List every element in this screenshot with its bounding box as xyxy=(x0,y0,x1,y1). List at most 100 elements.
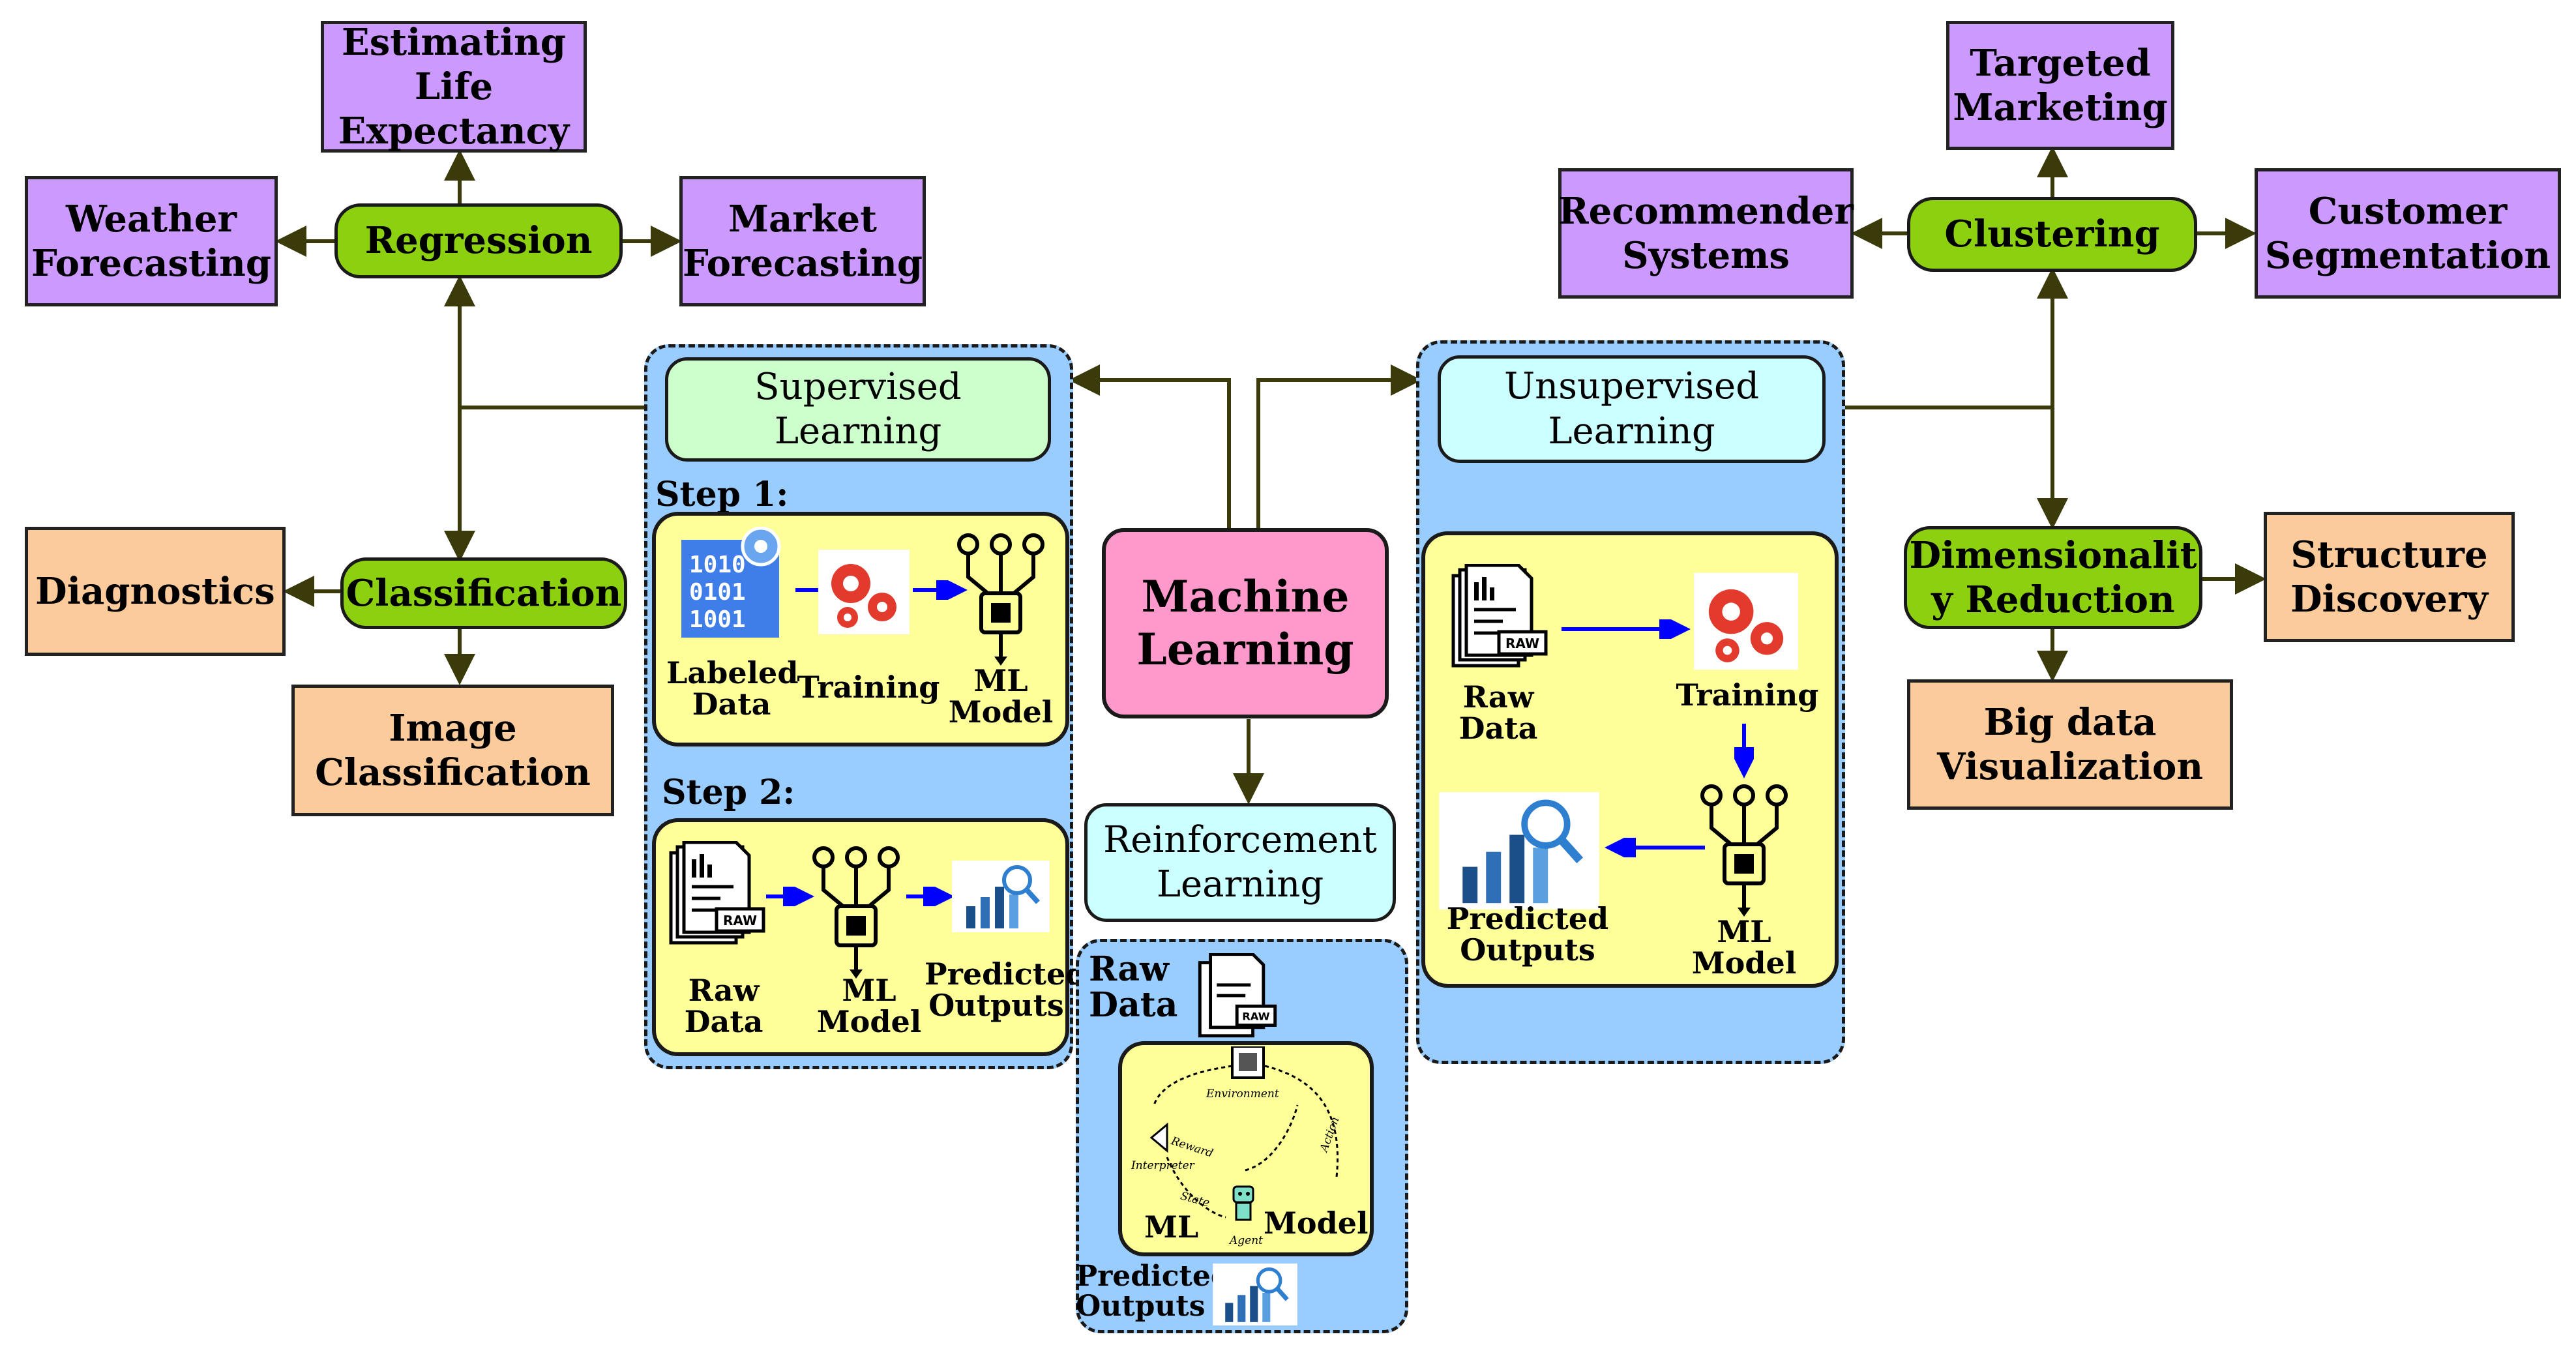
agent-label: Agent xyxy=(1230,1234,1263,1247)
document-icon: RAW xyxy=(669,841,765,945)
supervised-title-line2: Learning xyxy=(774,410,942,452)
unsup-raw-line1: Raw xyxy=(1462,679,1534,715)
recommender-systems-box: Recommender Systems xyxy=(1558,168,1854,299)
unsup-ml-model-label: ML Model xyxy=(1682,916,1806,979)
raw-line1: Raw xyxy=(688,973,760,1008)
svg-text:1001: 1001 xyxy=(689,606,746,633)
edge-ml-to-supervised xyxy=(1069,364,1231,528)
market-forecasting-box: Market Forecasting xyxy=(679,176,926,306)
rl-raw-line1: Raw xyxy=(1089,949,1169,989)
unsup-training-label: Training xyxy=(1676,677,1819,713)
flow-arrow-icon xyxy=(766,887,814,906)
ml-line2: Model xyxy=(816,1004,922,1040)
flow-arrow-icon xyxy=(1734,724,1754,778)
diagnostics-box: Diagnostics xyxy=(25,527,286,656)
unsup-ml-line1: ML xyxy=(1717,914,1771,949)
targeted-marketing-box: Targeted Marketing xyxy=(1946,21,2174,150)
document-icon: RAW xyxy=(1198,953,1277,1038)
machine-learning-node: Machine Learning xyxy=(1102,528,1389,718)
labeled-data-label: Labeled Data xyxy=(666,657,799,722)
interpreter-label: Interpreter xyxy=(1131,1159,1194,1172)
structure-line2: Discovery xyxy=(2290,578,2489,621)
chip-icon xyxy=(1700,784,1788,917)
bar-chart-icon xyxy=(952,861,1050,932)
recommender-line1: Recommender xyxy=(1558,189,1854,233)
labeled-line2: Data xyxy=(692,687,771,722)
step2-label: Step 2: xyxy=(662,773,795,812)
chip-icon xyxy=(812,846,900,979)
unsup-raw-line2: Data xyxy=(1458,711,1538,746)
rl-ml-label: ML xyxy=(1144,1209,1199,1245)
pred-line2: Outputs xyxy=(928,988,1064,1024)
robot-agent-icon xyxy=(1232,1185,1254,1221)
raw-data-label: Raw Data xyxy=(665,975,782,1038)
unsupervised-title-line1: Unsupervised xyxy=(1503,365,1760,408)
segmentation-line2: Segmentation xyxy=(2264,234,2551,277)
rl-model-label: Model xyxy=(1264,1205,1369,1241)
supervised-title: Supervised Learning xyxy=(665,357,1051,462)
ml-line2: Model xyxy=(948,694,1054,730)
image-classification-box: Image Classification xyxy=(291,685,614,816)
binary-data-icon: 1010 0101 1001 xyxy=(681,527,781,638)
targeted-line2: Marketing xyxy=(1953,86,2168,129)
chip-icon xyxy=(957,533,1044,666)
raw-line2: Data xyxy=(684,1004,763,1040)
flow-arrow-icon xyxy=(913,580,968,600)
training-label: Training xyxy=(797,670,940,705)
unsup-pred-line2: Outputs xyxy=(1460,932,1595,968)
unsup-ml-line2: Model xyxy=(1691,945,1797,981)
ml-line1: ML xyxy=(973,663,1028,698)
unsup-predicted-label: Predicted Outputs xyxy=(1446,903,1609,966)
clustering-label: Clustering xyxy=(1944,213,2160,256)
image-line1: Image xyxy=(389,706,517,750)
life-expectancy-line3: Expectancy xyxy=(338,110,570,153)
svg-text:1010: 1010 xyxy=(689,552,746,578)
structure-discovery-box: Structure Discovery xyxy=(2264,512,2515,642)
unsupervised-title: Unsupervised Learning xyxy=(1438,355,1826,463)
ml-model-label: ML Model xyxy=(939,665,1063,728)
rl-loop-diagram xyxy=(1149,1046,1339,1221)
bar-chart-icon xyxy=(1439,792,1599,909)
ml-line1: ML xyxy=(842,973,896,1008)
ml-center-line1: Machine xyxy=(1141,571,1350,623)
pred-line1: Predicted xyxy=(925,956,1087,992)
rl-predicted-label: Predicted Outputs xyxy=(1076,1260,1231,1323)
segmentation-line1: Customer xyxy=(2308,189,2508,233)
rl-pred-line1: Predicted xyxy=(1076,1260,1231,1293)
structure-line1: Structure xyxy=(2290,533,2488,576)
market-line1: Market xyxy=(728,197,878,241)
targeted-line1: Targeted xyxy=(1970,41,2151,85)
dimensionality-reduction-node: Dimensionalit y Reduction xyxy=(1904,526,2202,629)
dimensionality-line2: y Reduction xyxy=(1931,578,2175,621)
environment-label: Environment xyxy=(1206,1087,1279,1101)
weather-line2: Forecasting xyxy=(31,242,272,285)
reinforcement-title-line2: Learning xyxy=(1156,863,1324,906)
flow-arrow-icon xyxy=(1562,619,1691,639)
gears-icon xyxy=(818,550,910,634)
flow-arrow-icon xyxy=(1605,838,1705,857)
flow-arrow-icon xyxy=(906,887,955,906)
image-line2: Classification xyxy=(315,751,591,794)
diagnostics-label: Diagnostics xyxy=(35,569,275,613)
ml-center-line2: Learning xyxy=(1136,624,1354,675)
rl-pred-line2: Outputs xyxy=(1076,1290,1206,1323)
unsup-pred-line1: Predicted xyxy=(1446,901,1609,936)
life-expectancy-box: Estimating Life Expectancy xyxy=(321,21,587,153)
predicted-outputs-label: Predicted Outputs xyxy=(925,956,1087,1024)
clustering-node: Clustering xyxy=(1907,197,2197,272)
svg-text:RAW: RAW xyxy=(723,913,757,928)
reinforcement-title: Reinforcement Learning xyxy=(1084,803,1396,922)
bar-chart-icon xyxy=(1213,1264,1297,1325)
weather-forecasting-box: Weather Forecasting xyxy=(25,176,278,306)
svg-text:0101: 0101 xyxy=(689,579,746,606)
regression-label: Regression xyxy=(364,219,593,263)
regression-node: Regression xyxy=(334,203,623,278)
customer-segmentation-box: Customer Segmentation xyxy=(2255,168,2561,299)
bigdata-line2: Visualization xyxy=(1936,745,2204,788)
rl-raw-data-label: Raw Data xyxy=(1089,949,1178,1023)
unsupervised-title-line2: Learning xyxy=(1548,409,1715,452)
classification-label: Classification xyxy=(346,571,622,615)
svg-text:RAW: RAW xyxy=(1505,636,1539,651)
document-icon: RAW xyxy=(1451,564,1548,668)
